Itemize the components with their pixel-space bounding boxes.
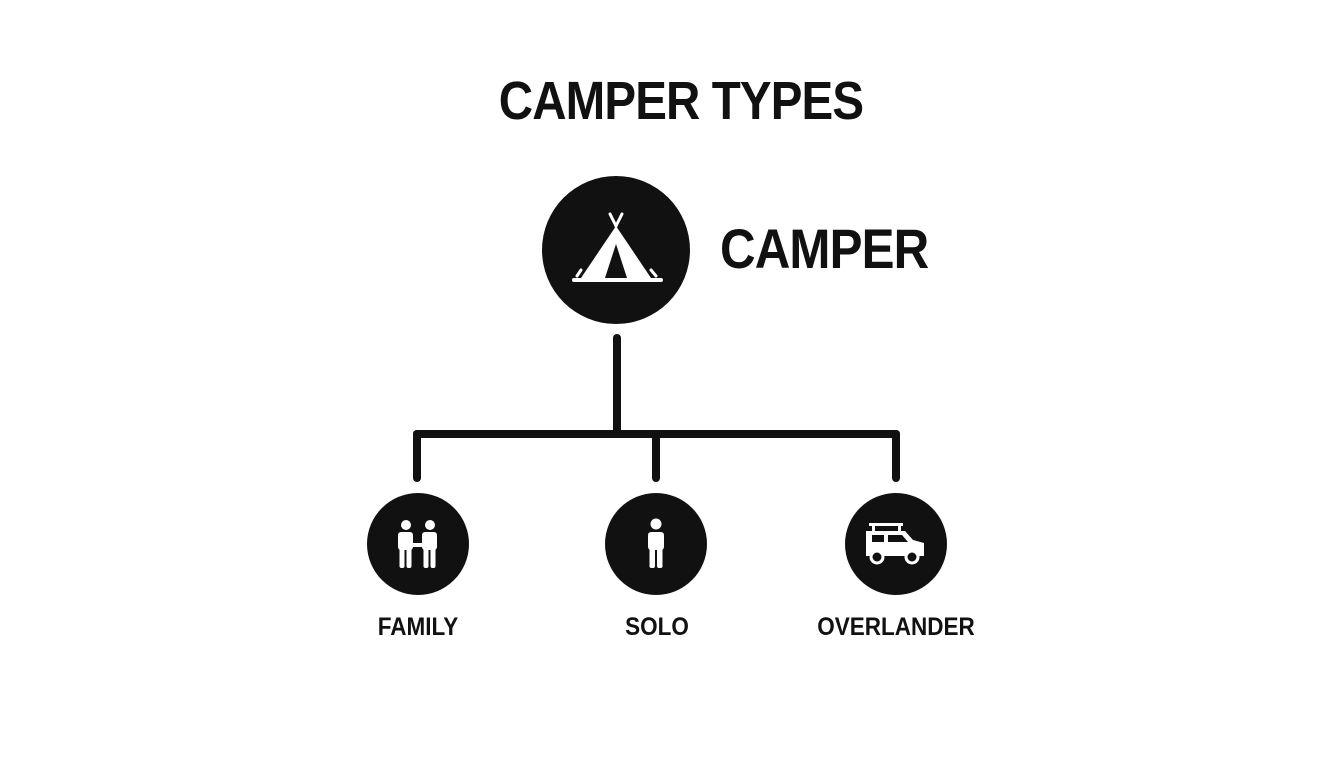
overland-vehicle-icon [866, 523, 924, 565]
person-icon [648, 518, 664, 568]
overlander-node [845, 493, 947, 595]
family-node-label: FAMILY [377, 613, 459, 641]
solo-node-label: SOLO [625, 613, 689, 641]
root-node-label: CAMPER [720, 217, 929, 280]
diagram-title: CAMPER TYPES [498, 71, 864, 131]
tree-connectors [413, 334, 900, 482]
family-node [367, 493, 469, 595]
family-icon [398, 520, 437, 568]
solo-node [605, 493, 707, 595]
root-node [542, 176, 690, 324]
tent-icon [572, 212, 663, 282]
overlander-node-label: OVERLANDER [817, 613, 975, 641]
